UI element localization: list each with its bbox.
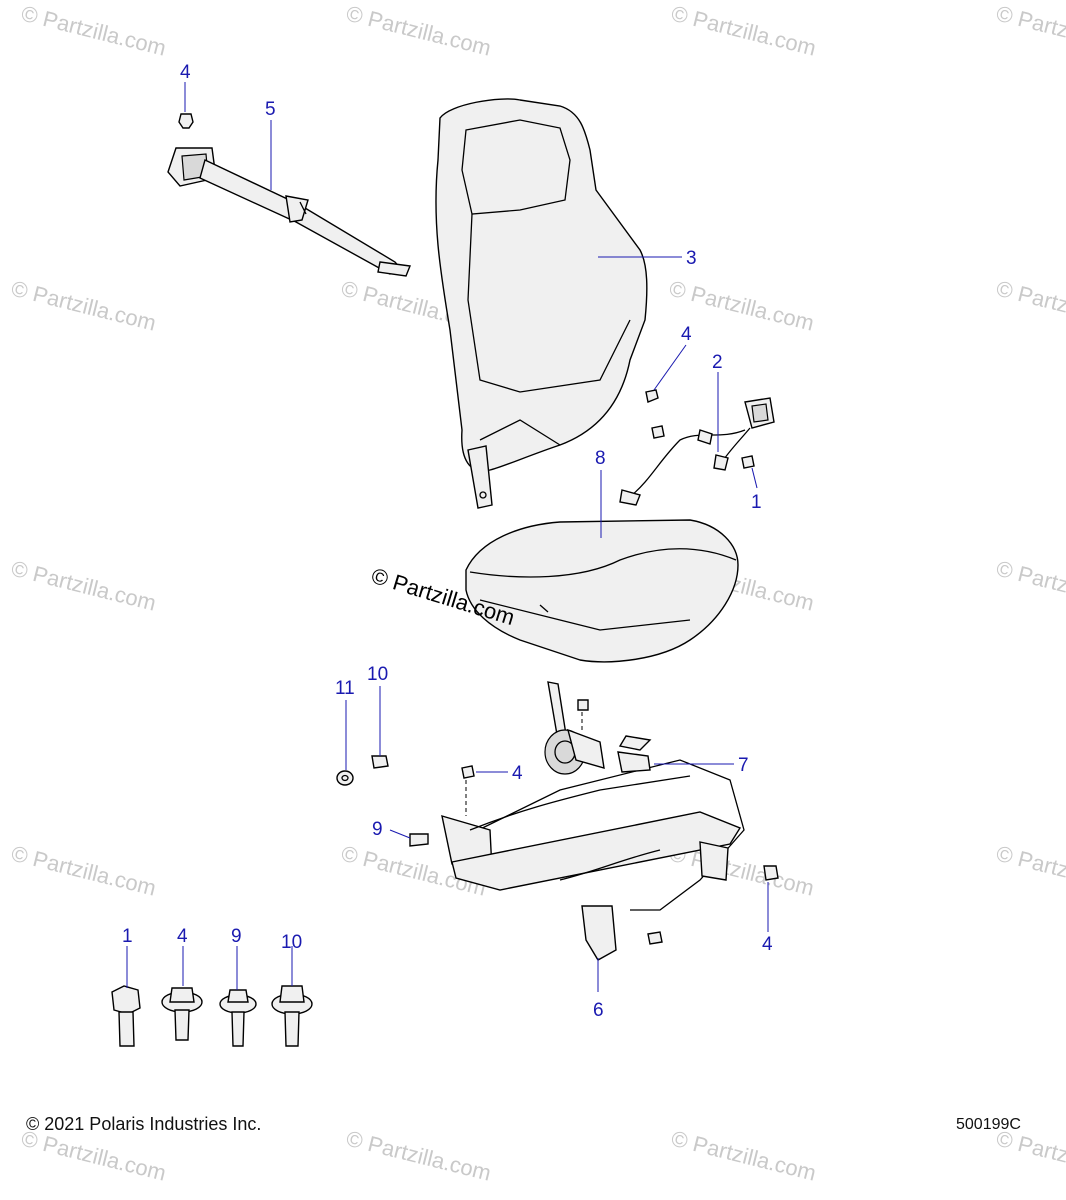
callout-1: 1 (751, 492, 762, 513)
watermark: © Partzilla.com (669, 1, 819, 61)
bolt-icon (178, 113, 194, 129)
watermark: © Partzilla.com (9, 556, 159, 616)
nut-icon (763, 865, 779, 881)
seat-back (435, 98, 648, 509)
callout-2: 2 (712, 352, 723, 373)
legend-callout-4: 4 (177, 926, 188, 947)
bolt-icon (741, 455, 755, 469)
watermark: © Partzilla.com (994, 1126, 1066, 1186)
watermark: © Partzilla.com (9, 841, 159, 901)
fastener-legend (111, 985, 313, 1047)
legend-callout-10: 10 (281, 932, 302, 953)
callout-10: 10 (367, 664, 388, 685)
diagram-code: 500199C (956, 1116, 1021, 1133)
callout-6: 6 (593, 1000, 604, 1021)
watermark: © Partzilla.com (669, 1126, 819, 1186)
seat-belt-buckle (619, 397, 775, 506)
hex-bolt-icon (111, 985, 141, 1047)
flange-bolt-icon (219, 989, 257, 1047)
callout-4: 4 (512, 763, 523, 784)
watermark: © Partzilla.com (19, 1, 169, 61)
watermark: © Partzilla.com (994, 556, 1066, 616)
seat-cushion (465, 519, 739, 663)
washer-icon (336, 770, 354, 786)
callout-11: 11 (335, 678, 355, 699)
watermark: © Partzilla.com (344, 1126, 494, 1186)
callout-4: 4 (762, 934, 773, 955)
watermark: © Partzilla.com (9, 276, 159, 336)
bolt-icon (371, 755, 389, 769)
bolt-icon (577, 699, 589, 711)
callout-4: 4 (180, 62, 191, 83)
seat-belt-retractor (167, 147, 411, 277)
flange-bolt-icon (271, 985, 313, 1047)
callout-7: 7 (738, 755, 749, 776)
legend-callout-9: 9 (231, 926, 242, 947)
nut-icon (647, 931, 663, 945)
bolt-icon (409, 833, 429, 847)
copyright-text: © 2021 Polaris Industries Inc. (26, 1114, 262, 1134)
callout-3: 3 (686, 248, 697, 269)
watermark: © Partzilla.com (994, 841, 1066, 901)
callout-4: 4 (681, 324, 692, 345)
flange-bolt-icon (161, 987, 203, 1041)
bolt-icon (645, 389, 659, 403)
bolt-icon (651, 425, 665, 439)
seat-frame (441, 681, 745, 961)
watermark: © Partzilla.com (994, 276, 1066, 336)
leader-lines (126, 82, 769, 992)
legend-callout-1: 1 (122, 926, 133, 947)
callout-5: 5 (265, 99, 276, 120)
callout-9: 9 (372, 819, 383, 840)
bolt-icon (461, 765, 475, 779)
callouts: 4 5 3 4 2 1 8 11 10 4 7 9 4 6 1 4 9 10 (122, 62, 773, 1021)
callout-8: 8 (595, 448, 606, 469)
watermark: © Partzilla.com (344, 1, 494, 61)
watermark: © Partzilla.com (994, 1, 1066, 61)
seat-lever (617, 751, 651, 773)
